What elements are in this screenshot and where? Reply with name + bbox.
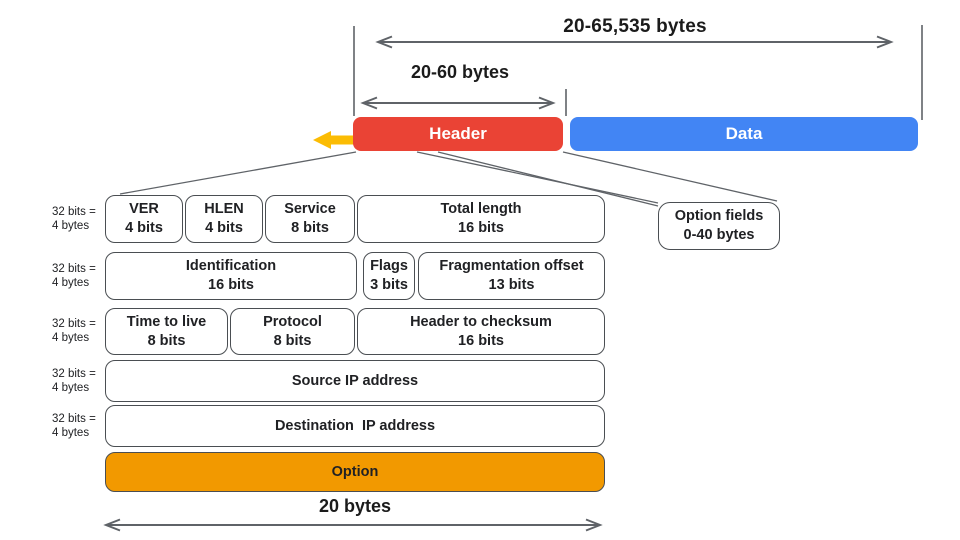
row-size-label: 32 bits =4 bytes bbox=[52, 368, 96, 394]
field-destination-ip: Destination IP address bbox=[105, 405, 605, 447]
total-span-label: 20-65,535 bytes bbox=[563, 16, 707, 37]
data-box-label: Data bbox=[725, 124, 763, 143]
header-span-arrow bbox=[360, 96, 556, 110]
header-pointer-arrow-icon bbox=[313, 131, 356, 149]
row-size-label: 32 bits =4 bytes bbox=[52, 413, 96, 439]
data-box: Data bbox=[570, 117, 918, 151]
field-option: Option bbox=[105, 452, 605, 492]
header-box: Header bbox=[353, 117, 563, 151]
header-box-label: Header bbox=[429, 124, 487, 143]
total-span-arrow bbox=[375, 35, 894, 49]
bottom-span-label: 20 bytes bbox=[318, 496, 392, 516]
header-span-label: 20-60 bytes bbox=[410, 62, 510, 82]
option-fields-box: Option fields 0-40 bytes bbox=[658, 202, 780, 250]
row-size-label: 32 bits =4 bytes bbox=[52, 263, 96, 289]
row-size-label: 32 bits =4 bytes bbox=[52, 318, 96, 344]
row-size-label: 32 bits =4 bytes bbox=[52, 206, 96, 232]
bottom-span-arrow bbox=[103, 518, 603, 532]
field-source-ip: Source IP address bbox=[105, 360, 605, 402]
header-fan-lines bbox=[119, 151, 778, 207]
